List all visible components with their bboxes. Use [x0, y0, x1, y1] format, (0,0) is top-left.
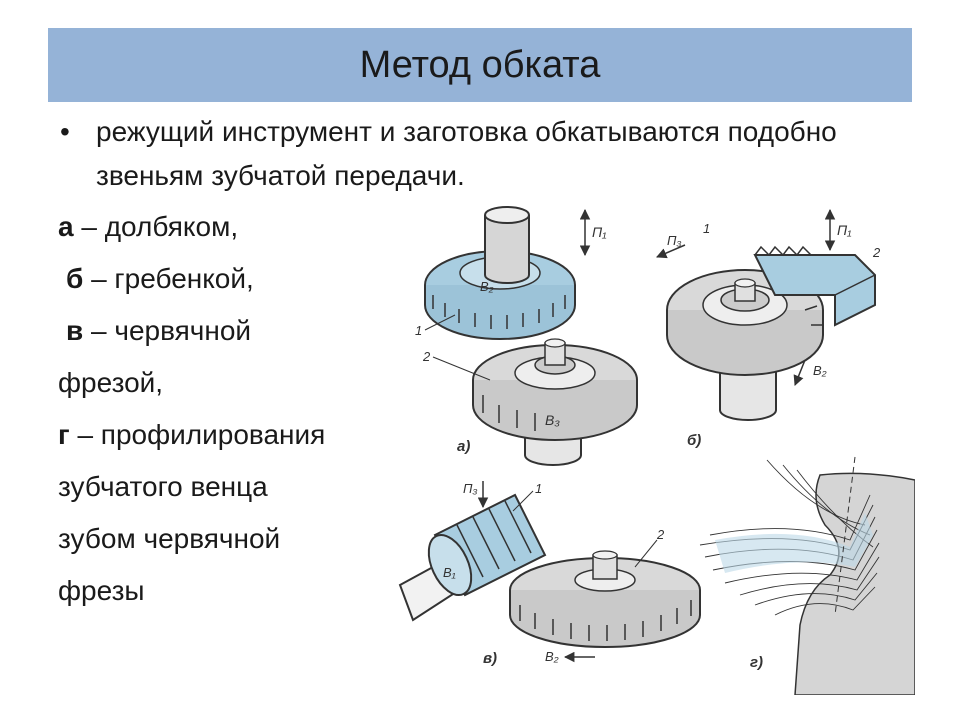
bullet-text: режущий инструмент и заготовка обкатываю…	[96, 116, 837, 191]
method-line-g: г – профилирования	[58, 413, 325, 465]
label-p3: П₃	[667, 233, 682, 248]
label-2: 2	[422, 349, 431, 364]
workpiece-2	[472, 338, 638, 466]
method-text: – профилирования	[69, 419, 326, 450]
method-text: фрезы	[58, 575, 145, 606]
hob-1	[427, 493, 547, 597]
method-letter: г	[58, 419, 70, 450]
method-line-g-cont3: фрезы	[58, 569, 325, 621]
label-b2: B₂	[813, 363, 827, 378]
method-line-a: а – долбяком,	[58, 205, 325, 257]
method-letter: а	[58, 211, 74, 242]
method-text: зубом червячной	[58, 523, 281, 554]
panel-b-rack-cutter: П₁ П₃ B₂ 1 2 б)	[656, 208, 881, 449]
method-line-b: б – гребенкой,	[58, 257, 325, 309]
panel-label-b: б)	[687, 432, 701, 449]
bullet-paragraph: • режущий инструмент и заготовка обкатыв…	[60, 110, 880, 198]
label-b1: B₁	[443, 565, 456, 580]
panel-label-v: в)	[483, 650, 497, 667]
rack-1	[753, 245, 876, 327]
label-b2: B₂	[545, 649, 559, 664]
method-line-v-cont: фрезой,	[58, 361, 325, 413]
panel-a-shaper-cutter: П₁ B₂ B₃ 1 2 а)	[415, 206, 638, 466]
method-letter: б	[66, 263, 84, 294]
label-b2: B₂	[480, 279, 494, 294]
bullet-marker: •	[60, 116, 70, 147]
label-p3: П₃	[463, 481, 478, 496]
label-1: 1	[703, 221, 710, 236]
method-list: а – долбяком, б – гребенкой, в – червячн…	[58, 205, 325, 621]
panel-g-tooth-profile: г)	[699, 456, 915, 695]
shaper-cutter-1	[424, 206, 576, 340]
method-text: фрезой,	[58, 367, 164, 398]
method-line-g-cont2: зубом червячной	[58, 517, 325, 569]
method-line-v: в – червячной	[58, 309, 325, 361]
method-text: – гребенкой,	[83, 263, 254, 294]
method-text: зубчатого венца	[58, 471, 268, 502]
label-b3: B₃	[545, 412, 560, 428]
method-letter: в	[66, 315, 84, 346]
panel-label-g: г)	[750, 654, 763, 671]
title-bar: Метод обката	[48, 28, 912, 102]
label-2: 2	[656, 527, 665, 542]
label-1: 1	[415, 323, 422, 338]
workpiece-2	[509, 550, 701, 648]
panel-v-hob: П₃ B₁ B₂ 1 2 в)	[398, 481, 701, 667]
method-line-g-cont1: зубчатого венца	[58, 465, 325, 517]
gear-cutting-figure: П₁ B₂ B₃ 1 2 а) П₁ П₃ B₂ 1 2 б)	[398, 206, 915, 695]
method-text: – червячной	[83, 315, 252, 346]
method-text: – долбяком,	[73, 211, 239, 242]
slide-title: Метод обката	[359, 43, 601, 86]
panel-label-a: а)	[457, 438, 470, 455]
label-1: 1	[535, 481, 542, 496]
label-p1: П₁	[837, 222, 852, 238]
label-p1: П₁	[592, 224, 607, 240]
label-2: 2	[872, 245, 881, 260]
